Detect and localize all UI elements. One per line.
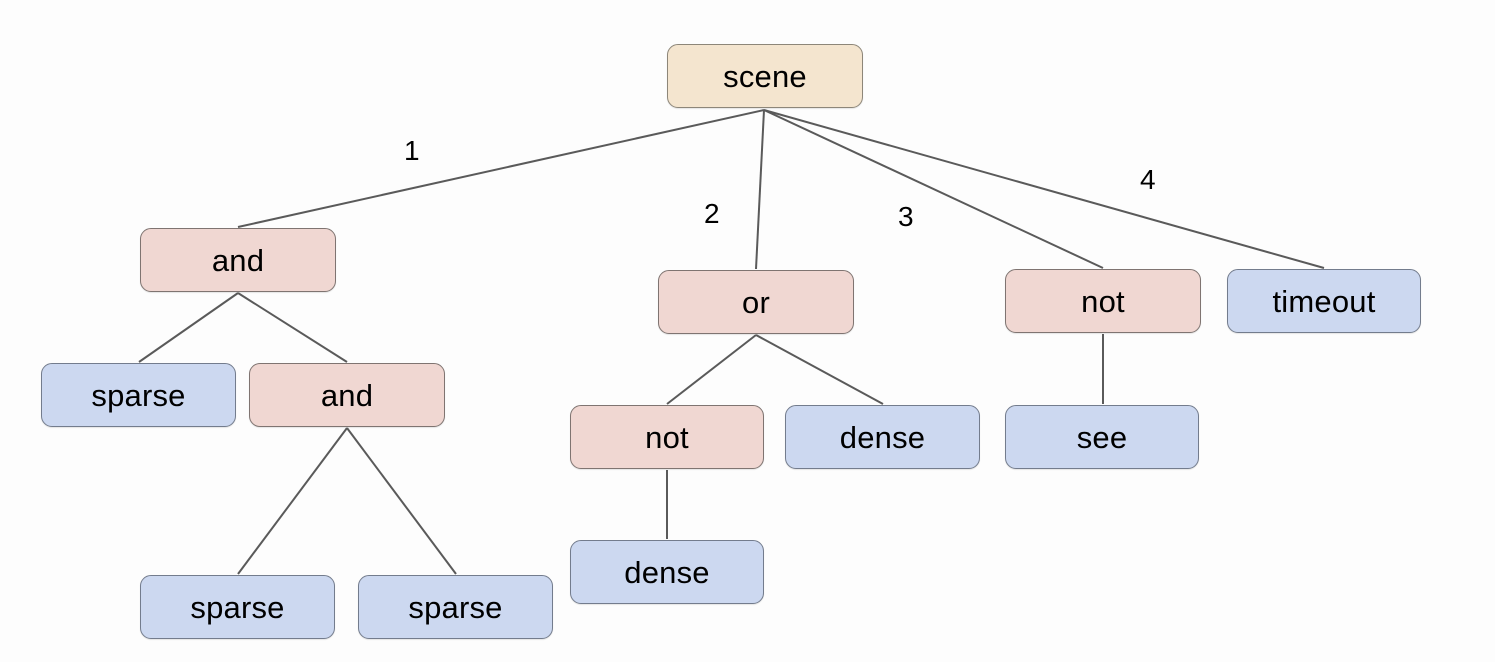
tree-edge-and2-sparse3 [346, 427, 457, 575]
tree-node-dense2[interactable]: dense [570, 540, 764, 604]
tree-node-and1[interactable]: and [140, 228, 336, 292]
tree-node-see1[interactable]: see [1005, 405, 1199, 469]
tree-edge-scene-and1 [237, 109, 765, 228]
tree-node-dense1[interactable]: dense [785, 405, 980, 469]
tree-node-timeout1[interactable]: timeout [1227, 269, 1421, 333]
tree-edge-scene-not2 [763, 109, 1104, 269]
tree-node-sparse1[interactable]: sparse [41, 363, 236, 427]
tree-node-sparse3[interactable]: sparse [358, 575, 553, 639]
edge-label-4: 4 [1140, 164, 1156, 195]
edge-label-2: 2 [704, 198, 720, 229]
tree-node-not2[interactable]: not [1005, 269, 1201, 333]
tree-node-sparse2[interactable]: sparse [140, 575, 335, 639]
tree-node-not1[interactable]: not [570, 405, 764, 469]
tree-edge-or1-dense1 [755, 334, 884, 405]
tree-node-or1[interactable]: or [658, 270, 854, 334]
tree-edge-and1-and2 [237, 292, 348, 363]
tree-node-and2[interactable]: and [249, 363, 445, 427]
tree-edge-scene-or1 [755, 109, 765, 270]
tree-node-scene[interactable]: scene [667, 44, 863, 108]
edge-label-1: 1 [404, 135, 420, 166]
tree-edge-scene-timeout1 [763, 109, 1325, 269]
tree-edge-and1-sparse1 [138, 292, 239, 363]
tree-edge-and2-sparse2 [237, 427, 348, 575]
edge-label-3: 3 [898, 201, 914, 232]
tree-edge-or1-not1 [666, 334, 757, 405]
